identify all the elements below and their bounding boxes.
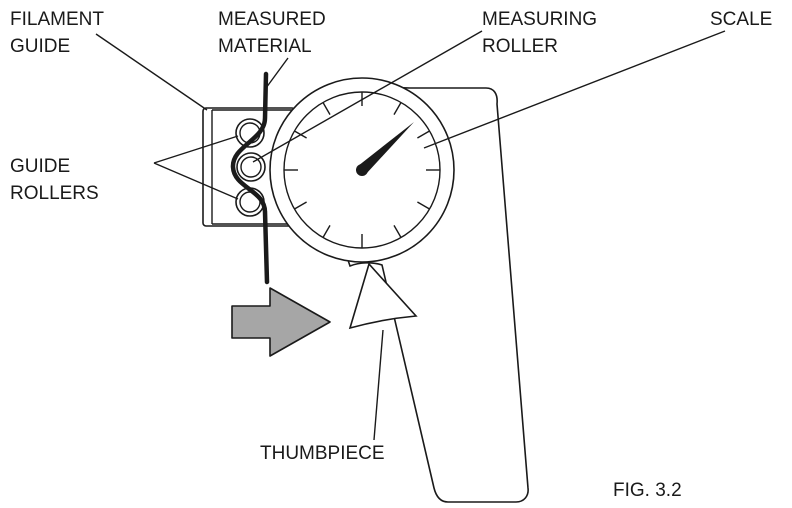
label-measured-material-line1: MEASURED <box>218 9 326 30</box>
thumbpiece <box>348 262 418 330</box>
label-measured-material-line2: MATERIAL <box>218 36 312 57</box>
measuring-roller <box>236 152 266 182</box>
label-guide-rollers-line1: GUIDE <box>10 156 70 177</box>
leader-thumbpiece <box>373 329 384 441</box>
label-scale: SCALE <box>710 9 772 30</box>
leader-guide-roller-top <box>153 135 239 164</box>
leader-measuring-roller <box>252 30 483 163</box>
leader-guide-roller-bottom <box>153 162 239 200</box>
label-measuring-roller-line1: MEASURING <box>482 9 597 30</box>
label-guide-rollers-line2: ROLLERS <box>10 183 99 204</box>
label-filament-guide-line1: FILAMENT <box>10 9 104 30</box>
leader-filament-guide <box>95 33 208 111</box>
leader-scale <box>423 30 726 149</box>
label-thumbpiece: THUMBPIECE <box>260 443 385 464</box>
figure-caption: FIG. 3.2 <box>613 480 682 501</box>
gauge-dial <box>269 77 455 263</box>
dial-pointer <box>358 122 414 174</box>
leader-measured-material <box>265 57 289 89</box>
label-measuring-roller-line2: ROLLER <box>482 36 558 57</box>
dial-ticks <box>284 92 440 248</box>
dial-pivot <box>356 164 368 176</box>
label-filament-guide-line2: GUIDE <box>10 36 70 57</box>
measured-material <box>230 71 270 285</box>
direction-arrow <box>231 287 331 357</box>
